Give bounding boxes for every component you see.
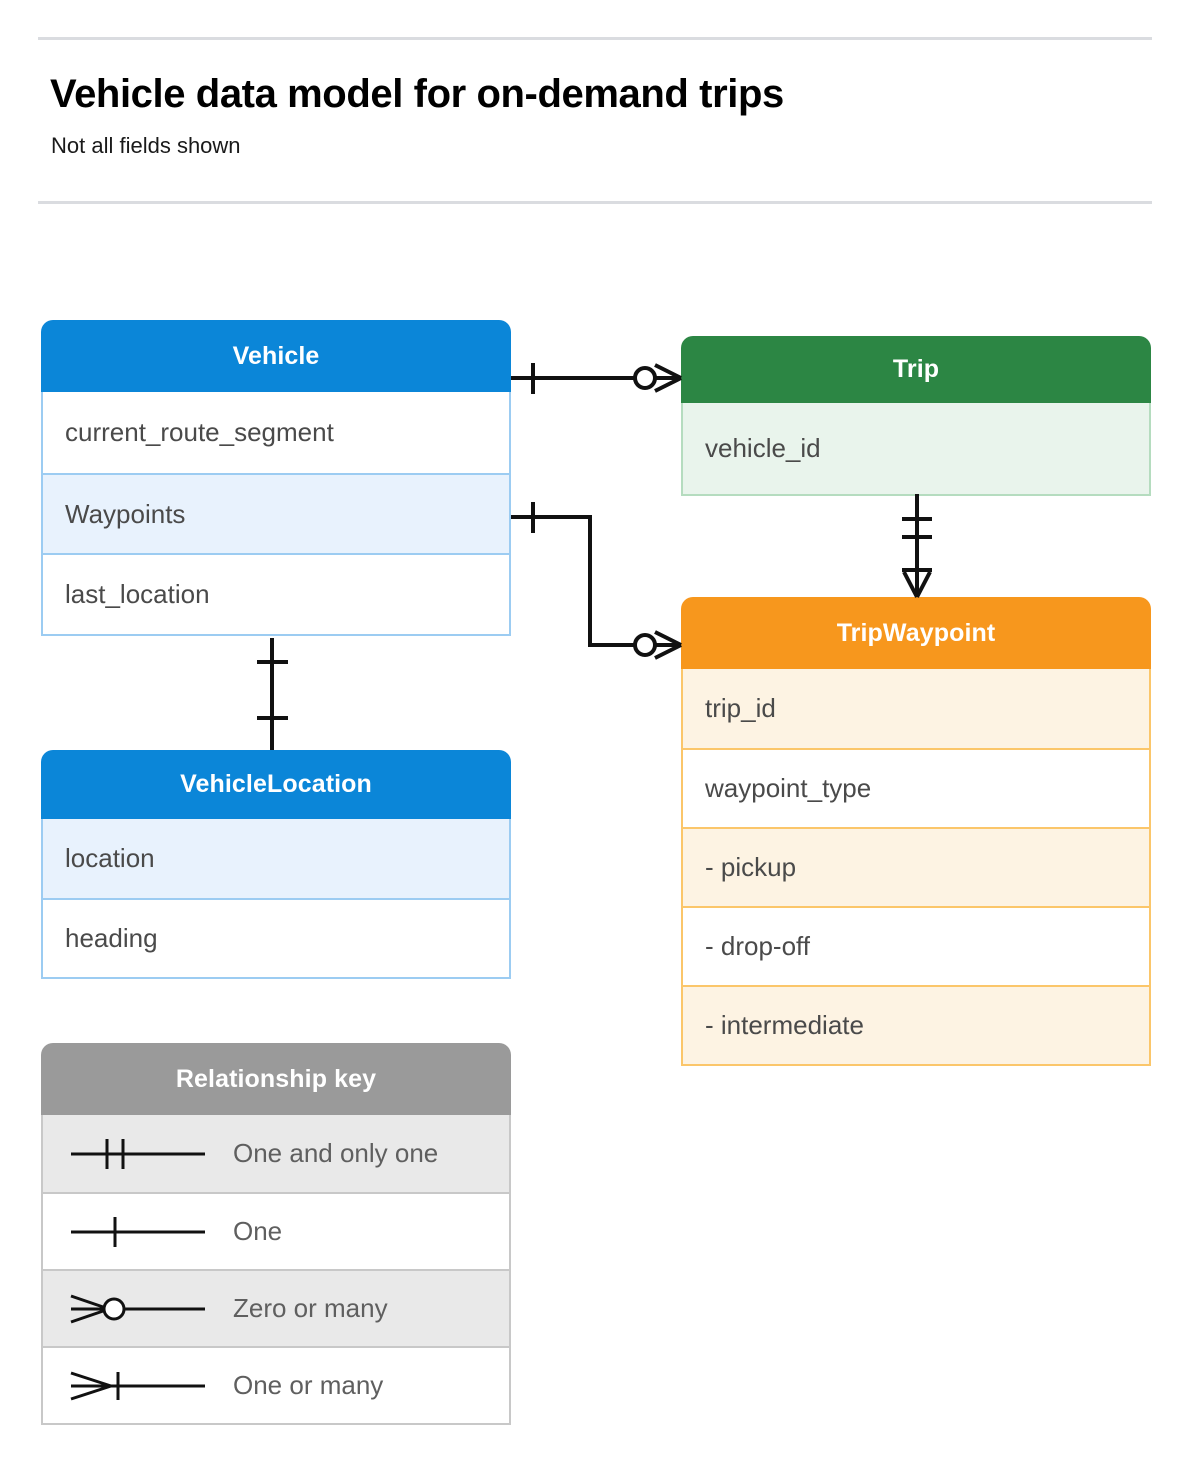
- relationship-key-title: Relationship key: [41, 1043, 511, 1115]
- field-waypoint-type-dropoff[interactable]: - drop-off: [683, 906, 1149, 985]
- entity-tripwaypoint[interactable]: TripWaypoint trip_id waypoint_type - pic…: [681, 597, 1151, 1066]
- legend-row-one-or-many: One or many: [43, 1346, 509, 1423]
- entity-tripwaypoint-fields: trip_id waypoint_type - pickup - drop-of…: [681, 669, 1151, 1066]
- entity-vehiclelocation-title: VehicleLocation: [41, 750, 511, 819]
- connector-waypoints-tripwaypoint: [511, 502, 682, 660]
- field-vehicle-id[interactable]: vehicle_id: [683, 403, 1149, 494]
- field-waypoint-type[interactable]: waypoint_type: [683, 748, 1149, 827]
- entity-vehicle[interactable]: Vehicle current_route_segment Waypoints …: [41, 320, 511, 636]
- field-heading[interactable]: heading: [43, 898, 509, 977]
- relationship-key-legend: Relationship key One and only one: [41, 1043, 511, 1425]
- entity-trip-title: Trip: [681, 336, 1151, 403]
- header-divider-top: [38, 37, 1152, 40]
- one-icon: [43, 1212, 233, 1252]
- entity-tripwaypoint-title: TripWaypoint: [681, 597, 1151, 669]
- entity-vehicle-title: Vehicle: [41, 320, 511, 392]
- one-and-only-one-icon: [43, 1134, 233, 1174]
- entity-vehiclelocation[interactable]: VehicleLocation location heading: [41, 750, 511, 979]
- relationship-key-rows: One and only one One: [41, 1115, 511, 1425]
- page-subtitle: Not all fields shown: [51, 133, 241, 158]
- zero-or-many-icon: [43, 1289, 233, 1329]
- entity-trip[interactable]: Trip vehicle_id: [681, 336, 1151, 496]
- legend-row-one: One: [43, 1192, 509, 1269]
- one-or-many-icon: [43, 1366, 233, 1406]
- field-waypoint-type-pickup[interactable]: - pickup: [683, 827, 1149, 906]
- field-waypoints[interactable]: Waypoints: [43, 473, 509, 553]
- entity-vehicle-fields: current_route_segment Waypoints last_loc…: [41, 392, 511, 636]
- connector-vehicle-trip: [511, 363, 682, 394]
- field-current-route-segment[interactable]: current_route_segment: [43, 392, 509, 473]
- entity-trip-fields: vehicle_id: [681, 403, 1151, 496]
- field-trip-id[interactable]: trip_id: [683, 669, 1149, 748]
- page-title: Vehicle data model for on-demand trips: [50, 72, 784, 116]
- legend-row-zero-or-many: Zero or many: [43, 1269, 509, 1346]
- legend-label-one-and-only-one: One and only one: [233, 1138, 439, 1168]
- legend-label-one: One: [233, 1216, 283, 1246]
- entity-vehiclelocation-fields: location heading: [41, 819, 511, 979]
- field-location[interactable]: location: [43, 819, 509, 898]
- legend-label-zero-or-many: Zero or many: [233, 1293, 388, 1323]
- connector-trip-tripwaypoint: [902, 494, 932, 598]
- connector-vehicle-vehiclelocation: [257, 638, 288, 750]
- legend-row-one-and-only-one: One and only one: [43, 1115, 509, 1192]
- field-last-location[interactable]: last_location: [43, 553, 509, 634]
- field-waypoint-type-intermediate[interactable]: - intermediate: [683, 985, 1149, 1064]
- header-divider-bottom: [38, 201, 1152, 204]
- legend-label-one-or-many: One or many: [233, 1370, 384, 1400]
